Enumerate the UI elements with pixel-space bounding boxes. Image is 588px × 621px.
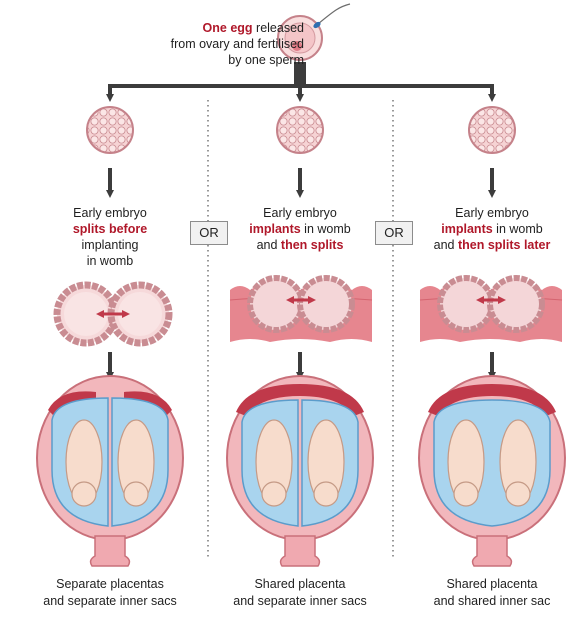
womb-icon-separate-placentas (36, 375, 184, 567)
caption-2-line2: and separate inner sacs (233, 594, 367, 608)
column-3-line2-rest: in womb (492, 222, 543, 236)
embryo-icon-3 (468, 106, 516, 154)
column-1-line3: in womb (50, 253, 170, 269)
embryo-icon-1 (86, 106, 134, 154)
womb-icon-shared-placenta-separate-sacs (226, 375, 374, 567)
top-label-line3: by one sperm (228, 53, 304, 67)
column-1-highlight: splits before (72, 222, 148, 236)
top-label: One egg released from ovary and fertilis… (104, 20, 304, 68)
column-2-line3: and then splits (240, 237, 360, 253)
column-3-line3-text: and (433, 238, 458, 252)
column-3-highlight: implants (441, 222, 493, 236)
caption-2-line1: Shared placenta (254, 577, 346, 591)
column-3-line2: implants in womb (427, 221, 557, 237)
top-label-line1: One egg released (104, 20, 304, 36)
caption-3: Shared placenta and shared inner sac (397, 576, 587, 610)
embryo-icon-2 (276, 106, 324, 154)
caption-1-line2: and separate inner sacs (43, 594, 177, 608)
down-arrows-lower (106, 352, 496, 380)
column-3-description: Early embryo implants in womb and then s… (427, 205, 557, 253)
column-3-line3-highlight: then splits later (457, 238, 551, 252)
split-blastocysts-icon (53, 281, 173, 347)
column-2-line1: Early embryo (263, 206, 337, 220)
column-1-line2-rest: implanting (81, 238, 139, 252)
column-1-description: Early embryo splits before implanting in… (50, 205, 170, 269)
implanted-blastocysts-icon-3 (419, 275, 563, 342)
top-label-line2: from ovary and fertilised (170, 37, 304, 51)
column-1-line1: Early embryo (73, 206, 147, 220)
column-3-line3: and then splits later (427, 237, 557, 253)
womb-icon-shared-placenta-shared-sac (418, 375, 566, 567)
caption-3-line2: and shared inner sac (433, 594, 551, 608)
fertilised-egg-icon (277, 3, 351, 61)
or-separator-1: OR (190, 221, 228, 245)
column-3-line1: Early embryo (455, 206, 529, 220)
column-2-highlight: implants (249, 222, 301, 236)
column-1-line2: splits before implanting (50, 221, 170, 253)
caption-2: Shared placenta and separate inner sacs (205, 576, 395, 610)
branch-arrows (106, 62, 496, 102)
column-2-line2: implants in womb (240, 221, 360, 237)
caption-1-line1: Separate placentas (56, 577, 164, 591)
column-2-line3-highlight: then splits (280, 238, 344, 252)
caption-1: Separate placentas and separate inner sa… (15, 576, 205, 610)
or-separator-2: OR (375, 221, 413, 245)
column-2-description: Early embryo implants in womb and then s… (240, 205, 360, 253)
top-label-highlight: One egg (202, 21, 253, 35)
top-label-line1-rest: released (252, 21, 304, 35)
column-2-line2-rest: in womb (300, 222, 351, 236)
column-2-line3-text: and (256, 238, 281, 252)
caption-3-line1: Shared placenta (446, 577, 538, 591)
column-1-line3-text: in womb (86, 254, 134, 268)
down-arrows-upper (106, 168, 496, 198)
implanted-blastocysts-icon-2 (229, 275, 373, 342)
